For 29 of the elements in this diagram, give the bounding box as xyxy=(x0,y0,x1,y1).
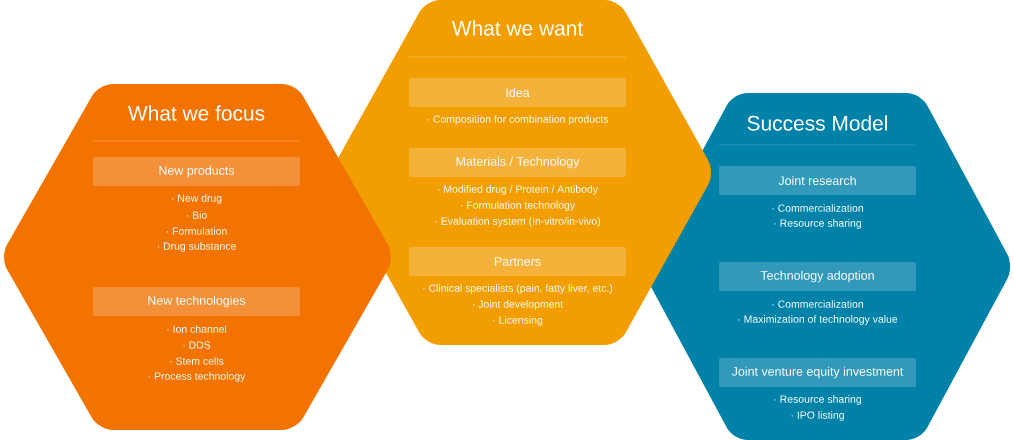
section-header: Materials / Technology xyxy=(409,148,626,177)
bullet-item: · Resource sharing xyxy=(774,395,861,405)
section-header: Idea xyxy=(409,78,626,107)
bullet-item: · IPO listing xyxy=(791,411,844,421)
bullet-item: · Evaluation system (In-vitro/in-vivo) xyxy=(435,217,600,227)
bullet-item: · Bio xyxy=(187,211,207,219)
bullet-item: · Commercialization xyxy=(772,204,863,212)
section-header: Technology adoption xyxy=(719,262,916,291)
section-header: New technologies xyxy=(93,287,300,316)
bullet-item: · Joint development xyxy=(473,300,564,310)
bullet-item: · Commercialization xyxy=(772,300,863,308)
bullet-item: · Formulation xyxy=(166,227,227,235)
section-header: Joint venture equity investment xyxy=(719,358,916,387)
bullet-item: · Licensing xyxy=(493,316,543,326)
bullet-item: · Stem cells xyxy=(170,357,224,365)
bullet-item: · Maximization of technology value xyxy=(738,315,898,325)
section-header: Partners xyxy=(409,247,626,276)
bullet-item: · DDS xyxy=(183,341,211,349)
bullet-item: · Composition for combination products xyxy=(427,115,609,125)
bullet-item: · New drug xyxy=(172,194,222,204)
section-header: New products xyxy=(93,157,300,186)
bullet-item: · Modified drug / Protein / Antibody xyxy=(438,185,598,195)
section-header: Joint research xyxy=(719,166,916,195)
bullet-item: · Formulation technology xyxy=(461,201,575,211)
bullet-item: · Resource sharing xyxy=(774,219,861,229)
bullet-item: · Drug substance xyxy=(157,242,236,252)
bullet-item: · Ion channel xyxy=(167,325,227,333)
bullet-item: · Process technology xyxy=(148,372,246,382)
bullet-item: · Clinical specialists (pain, fatty liver, etc.) xyxy=(423,284,613,294)
